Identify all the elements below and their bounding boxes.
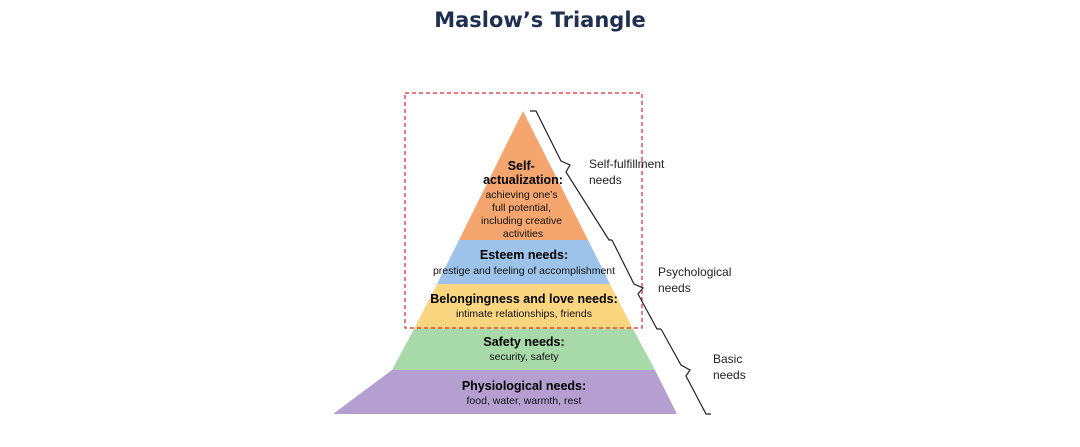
group-label-basic: needs [713, 368, 746, 382]
level-self-actualization [459, 111, 588, 240]
highlight-dashed-box [404, 92, 643, 329]
self-actualization-desc-line: full potential, [492, 202, 551, 214]
physiological-title: Physiological needs: [462, 379, 586, 393]
svg-text:Self-fulfillment needs: Self-fulfillment needs [589, 157, 668, 187]
svg-text:Self- actualization:: Self- actualization: [483, 159, 563, 187]
level-esteem [437, 240, 610, 284]
belongingness-title: Belongingness and love needs: [430, 292, 618, 306]
self-actualization-title-line: Self- [508, 159, 535, 173]
group-label-psychological: Psychological [658, 265, 731, 279]
group-label-basic: Basic [713, 352, 742, 366]
svg-text:Psychological needs: Psychological needs [658, 265, 735, 295]
self-actualization-title-line: actualization: [483, 173, 563, 187]
svg-text:achieving one’s full poten: achieving one’s full potential, includin… [481, 189, 565, 240]
brace-self-fulfillment [530, 110, 612, 241]
level-safety [392, 329, 655, 370]
brace-basic [660, 328, 711, 415]
level-belongingness [414, 284, 633, 329]
physiological-desc: food, water, warmth, rest [467, 395, 582, 407]
self-actualization-desc-line: activities [503, 228, 543, 240]
page-title: Maslow’s Triangle [434, 8, 646, 32]
self-actualization-desc-line: including creative [481, 215, 562, 227]
esteem-desc: prestige and feeling of accomplishment [433, 265, 615, 277]
safety-title: Safety needs: [483, 335, 564, 349]
esteem-title: Esteem needs: [480, 248, 568, 262]
self-actualization-desc-line: achieving one’s [485, 189, 557, 201]
brace-psychological [611, 239, 661, 330]
svg-text:Basic needs: Basic needs [713, 352, 746, 382]
group-label-psychological: needs [658, 281, 691, 295]
level-physiological [333, 370, 677, 414]
group-label-self-fulfillment: needs [589, 173, 622, 187]
safety-desc: security, safety [489, 351, 559, 363]
belongingness-desc: intimate relationships, friends [456, 308, 592, 320]
group-label-self-fulfillment: Self-fulfillment [589, 157, 665, 171]
